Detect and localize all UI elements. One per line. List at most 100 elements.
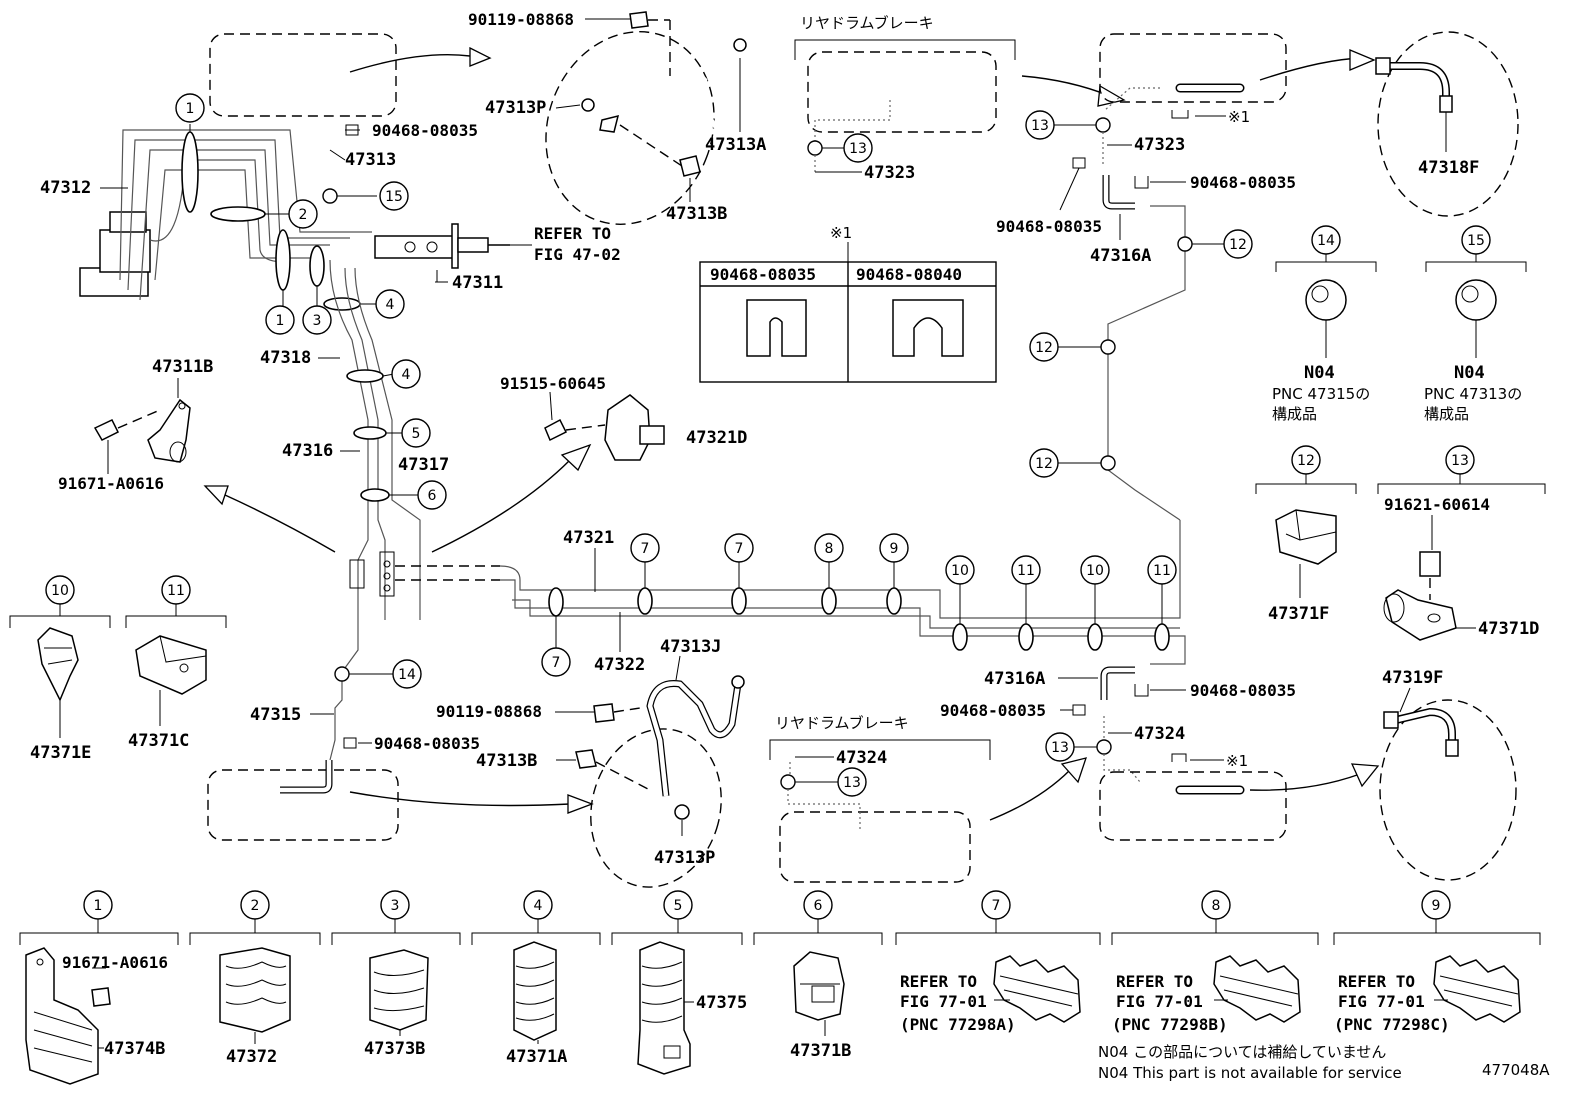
label-47323-a: 47323 <box>864 163 915 183</box>
svg-text:8: 8 <box>825 541 834 557</box>
svg-text:12: 12 <box>1297 453 1315 469</box>
clamp-47372 <box>219 947 291 1033</box>
label-47313B-top: 47313B <box>666 204 727 224</box>
clamp-6-ellipse <box>360 488 390 502</box>
clamp-5-ellipse <box>353 426 387 440</box>
svg-text:13: 13 <box>1051 740 1069 756</box>
clamp-1b-ellipse <box>275 229 291 291</box>
label-pnc-77298C: (PNC 77298C) <box>1334 1015 1450 1034</box>
callout-14-right: 14 <box>1311 225 1341 255</box>
label-47371D: 47371D <box>1478 619 1539 639</box>
label-mark1-a: ※1 <box>1228 108 1250 126</box>
callout-6-bottom: 6 <box>803 890 833 920</box>
callout-12-right: 12 <box>1291 445 1321 475</box>
label-47313P-bot: 47313P <box>654 848 715 868</box>
callout-1-bottom: 1 <box>83 890 113 920</box>
label-47371E: 47371E <box>30 743 91 763</box>
label-fig-47-02: FIG 47-02 <box>534 245 621 264</box>
clamp-47371E <box>37 627 79 702</box>
svg-text:2: 2 <box>251 898 260 914</box>
arrow-icon <box>1060 757 1087 784</box>
svg-text:4: 4 <box>386 297 395 313</box>
label-47318: 47318 <box>260 348 311 368</box>
label-47322: 47322 <box>594 655 645 675</box>
svg-text:13: 13 <box>843 775 861 791</box>
svg-text:12: 12 <box>1035 456 1053 472</box>
label-pnc-77298B: (PNC 77298B) <box>1112 1015 1228 1034</box>
label-47313B-bot: 47313B <box>476 751 537 771</box>
svg-text:13: 13 <box>1031 118 1049 134</box>
callout-2: 2 <box>288 199 318 229</box>
rear-right-bottom-box <box>1099 771 1287 841</box>
clamp-1-ellipse <box>181 131 199 213</box>
label-47323-b: 47323 <box>1134 135 1185 155</box>
label-90468-08035-e: 90468-08035 <box>1190 681 1296 700</box>
master-cylinder-47311 <box>374 223 510 269</box>
bolt-icon <box>679 155 701 177</box>
label-pnc-47315: PNC 47315の <box>1272 385 1370 403</box>
svg-text:13: 13 <box>1451 453 1469 469</box>
arrow-icon <box>469 46 492 67</box>
callout-13-c: 13 <box>1045 732 1075 762</box>
label-refer-to: REFER TO <box>534 224 611 243</box>
callout-14: 14 <box>392 659 422 689</box>
label-90119-08868-bot: 90119-08868 <box>436 702 542 721</box>
bracket-47311B <box>93 398 191 463</box>
footnote-jp: N04 この部品については補給していません <box>1098 1043 1386 1061</box>
callout-5-bottom: 5 <box>663 890 693 920</box>
label-91515-60645: 91515-60645 <box>500 374 606 393</box>
svg-text:9: 9 <box>1432 898 1441 914</box>
arrow-icon <box>203 485 229 506</box>
label-pnc-47313: PNC 47313の <box>1424 385 1522 403</box>
label-47371B: 47371B <box>790 1041 851 1061</box>
label-fig-77-01-9: FIG 77-01 <box>1338 992 1425 1011</box>
svg-text:7: 7 <box>992 898 1001 914</box>
label-47371A: 47371A <box>506 1047 567 1067</box>
clamp-77298B <box>1213 955 1301 1023</box>
table-header-1: 90468-08035 <box>710 265 816 284</box>
callout-6: 6 <box>417 480 447 510</box>
label-kousei-b: 構成品 <box>1424 405 1469 423</box>
clamp-10-ellipse <box>952 623 968 651</box>
clamp-47371B <box>793 951 845 1021</box>
svg-text:5: 5 <box>674 898 683 914</box>
clamp-7-ellipse <box>548 587 564 617</box>
svg-text:9: 9 <box>890 541 899 557</box>
clamp-77298A <box>993 955 1081 1023</box>
clamp-2-ellipse <box>210 206 266 222</box>
svg-text:6: 6 <box>814 898 823 914</box>
clamp-7b-ellipse <box>637 587 653 615</box>
label-90468-08035-a: 90468-08035 <box>372 121 478 140</box>
label-47321D: 47321D <box>686 428 747 448</box>
label-47321: 47321 <box>563 528 614 548</box>
label-47316A-bot: 47316A <box>984 669 1045 689</box>
label-47313: 47313 <box>345 150 396 170</box>
label-47324-a: 47324 <box>1134 724 1185 744</box>
label-90119-08868-top: 90119-08868 <box>468 10 574 29</box>
callout-1: 1 <box>175 93 205 123</box>
clip-90468-08040-icon <box>892 299 964 357</box>
clamp-47371C <box>135 635 207 695</box>
label-47372: 47372 <box>226 1047 277 1067</box>
callout-3: 3 <box>302 305 332 335</box>
label-47313P-top: 47313P <box>485 98 546 118</box>
svg-text:8: 8 <box>1212 898 1221 914</box>
footnote-en: N04 This part is not available for servi… <box>1098 1064 1402 1082</box>
svg-text:5: 5 <box>412 426 421 442</box>
callout-12-a: 12 <box>1223 229 1253 259</box>
svg-text:11: 11 <box>167 583 185 599</box>
svg-text:6: 6 <box>428 488 437 504</box>
label-90468-08035-d: 90468-08035 <box>996 217 1102 236</box>
clamp-47375 <box>637 941 691 1075</box>
label-47319F: 47319F <box>1382 668 1443 688</box>
arrow-icon <box>1349 49 1376 71</box>
svg-text:13: 13 <box>849 141 867 157</box>
clamp-47374B <box>25 947 111 1085</box>
svg-text:3: 3 <box>391 898 400 914</box>
clamp-47371F <box>1275 509 1337 565</box>
callout-8-bottom: 8 <box>1201 890 1231 920</box>
label-47373B: 47373B <box>364 1039 425 1059</box>
rear-hose-detail-bottom <box>1379 699 1517 881</box>
label-47316: 47316 <box>282 441 333 461</box>
